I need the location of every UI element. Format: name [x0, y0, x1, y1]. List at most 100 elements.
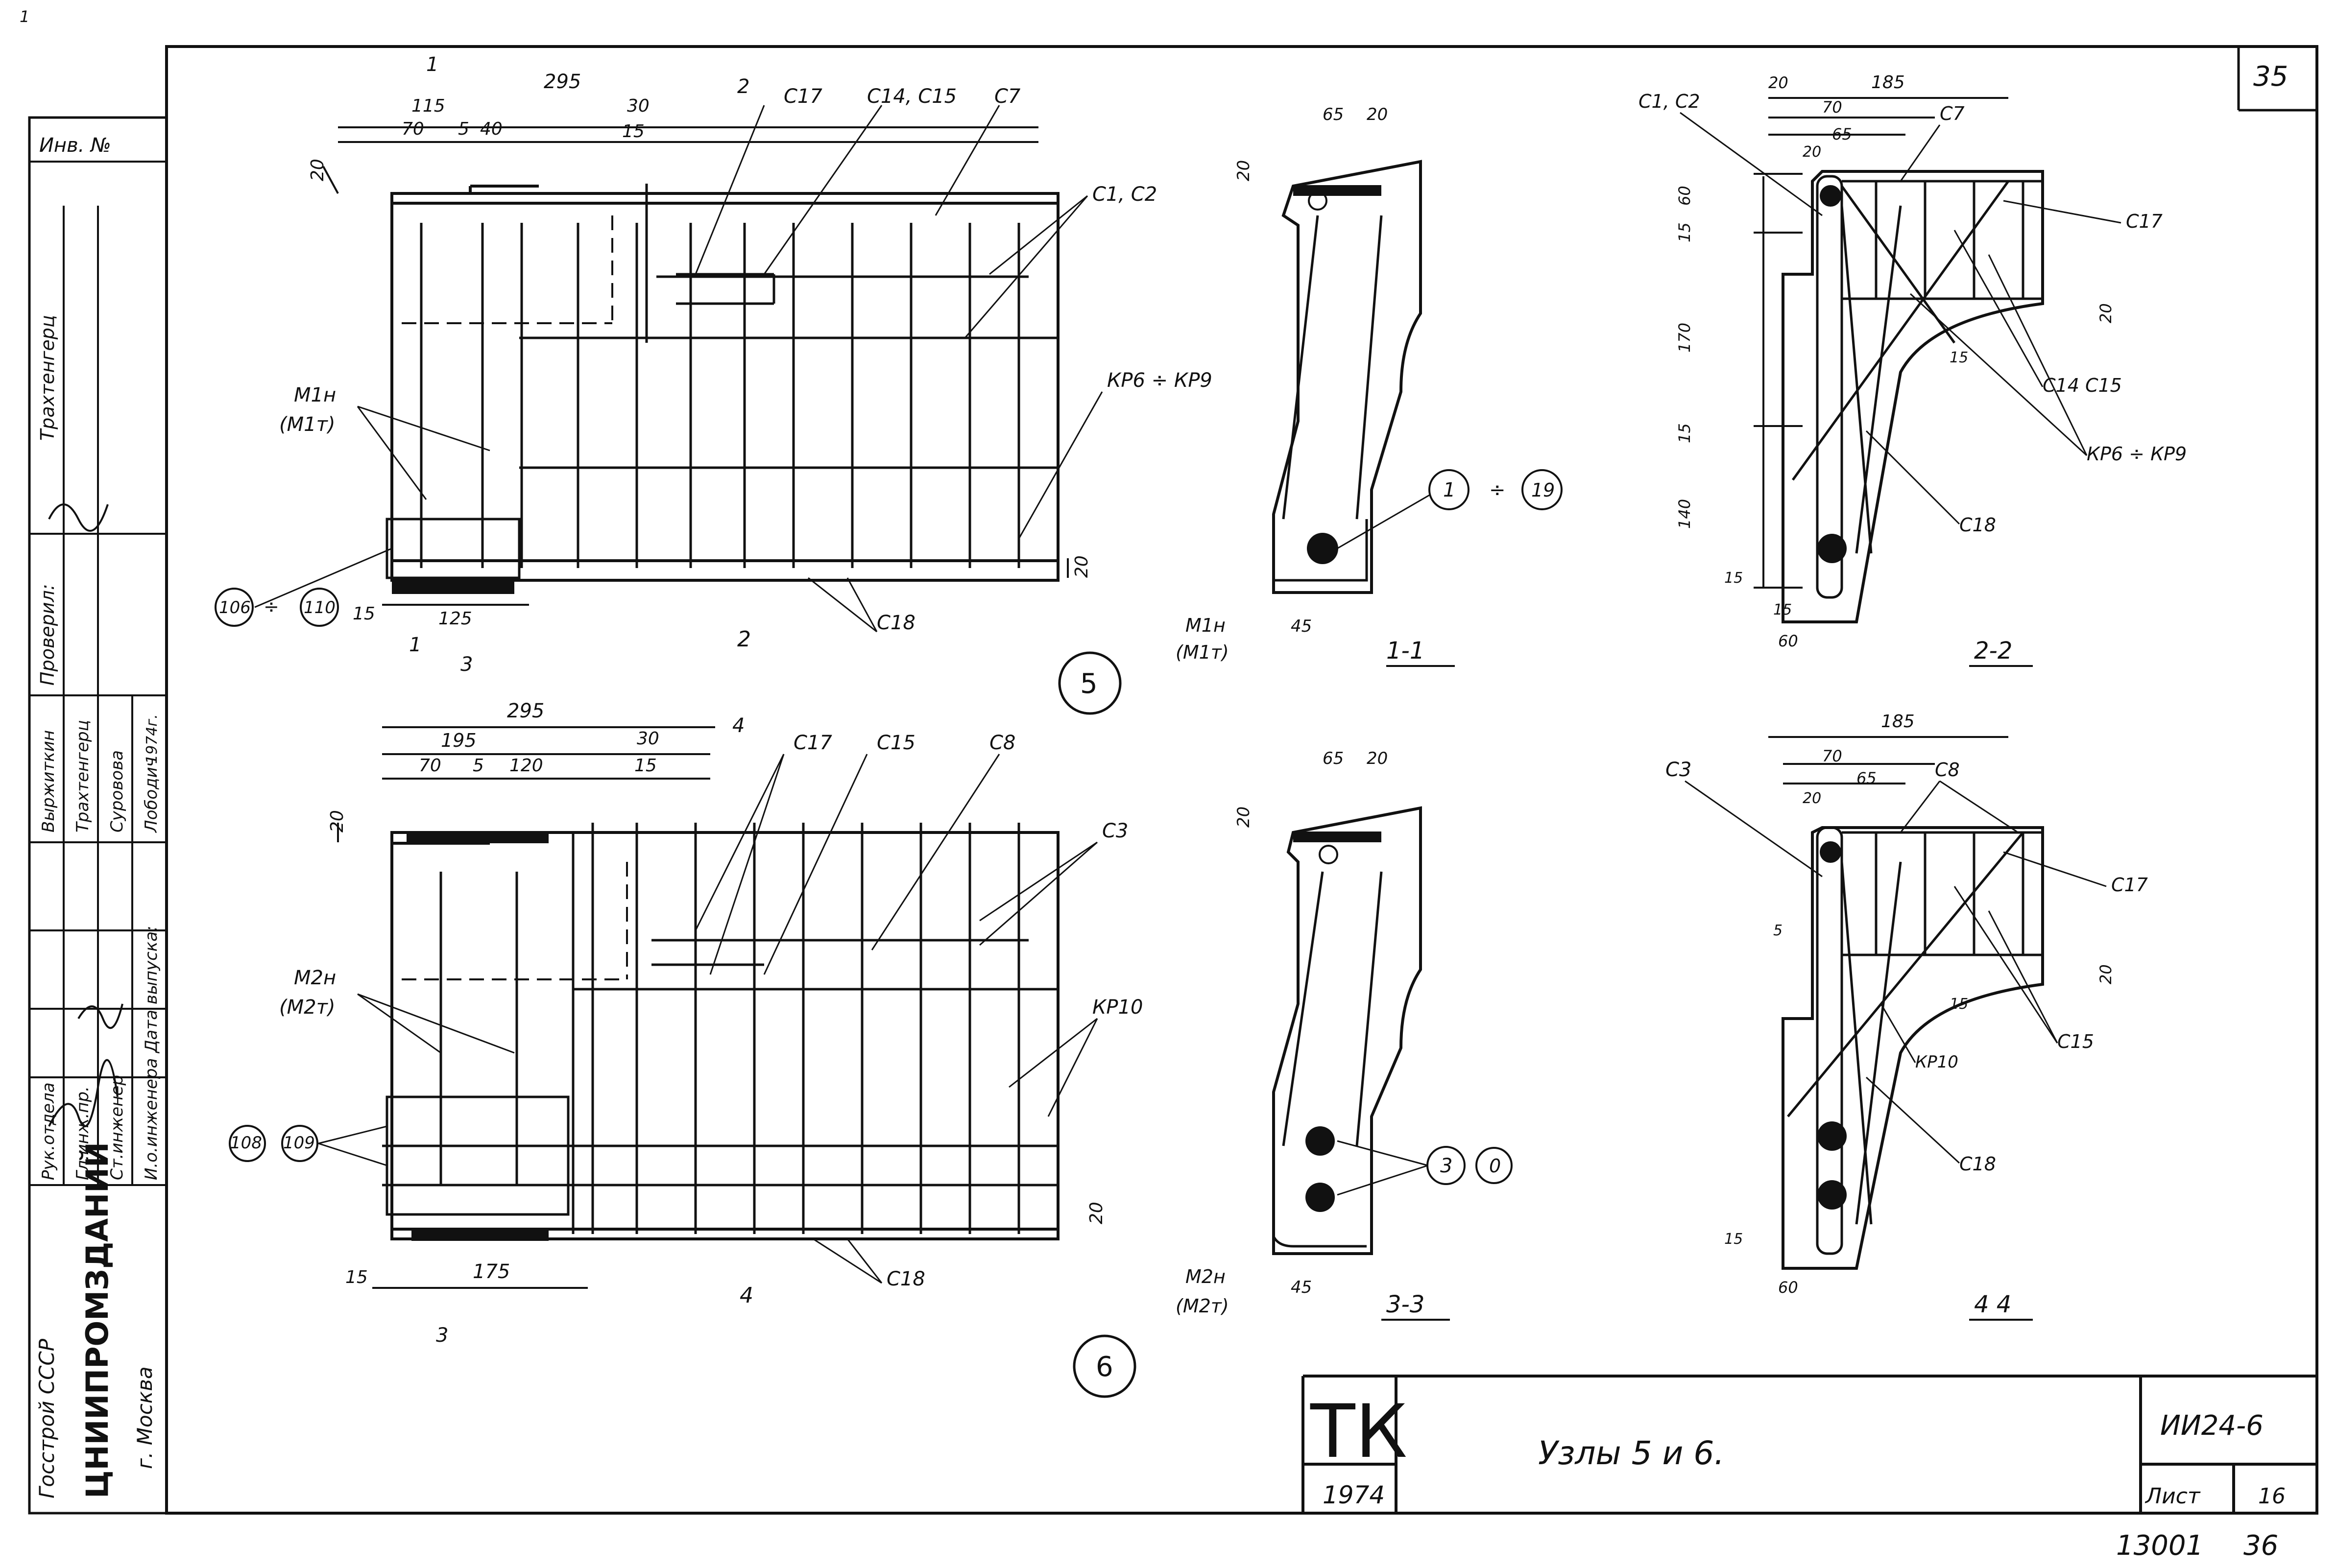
- org-block: Госстрой СССР ЦНИИПРОМЗДАНИЙ г. Москва: [35, 1142, 157, 1498]
- svg-text:15: 15: [1773, 601, 1792, 618]
- svg-text:20: 20: [1803, 790, 1821, 807]
- svg-text:C7: C7: [994, 85, 1021, 108]
- svg-text:ИИ24-6: ИИ24-6: [2160, 1410, 2264, 1442]
- svg-text:195: 195: [441, 730, 477, 751]
- svg-text:Дата выпуска:: Дата выпуска:: [142, 926, 161, 1054]
- svg-text:(M2т): (M2т): [279, 996, 335, 1019]
- svg-text:M2н: M2н: [294, 967, 336, 989]
- svg-text:C3: C3: [1102, 820, 1128, 842]
- svg-text:C15: C15: [2057, 1031, 2094, 1052]
- svg-text:15: 15: [1950, 996, 1968, 1013]
- node5-elevation: 295 115 70 5 40 30 15 20 20 15 125 C17 C…: [215, 53, 1212, 715]
- svg-text:M1н: M1н: [1185, 615, 1226, 636]
- svg-text:C14, C15: C14, C15: [867, 85, 957, 108]
- svg-text:115: 115: [411, 96, 445, 116]
- svg-text:15: 15: [622, 121, 645, 142]
- svg-text:КР6 ÷ КР9: КР6 ÷ КР9: [2087, 443, 2187, 465]
- svg-text:(M2т): (M2т): [1176, 1295, 1229, 1317]
- svg-text:20: 20: [1367, 105, 1388, 124]
- svg-text:20: 20: [1803, 143, 1821, 161]
- svg-text:3: 3: [436, 1324, 448, 1347]
- sec11-bar: [1307, 533, 1338, 564]
- svg-text:109: 109: [283, 1133, 315, 1153]
- svg-text:185: 185: [1881, 712, 1915, 732]
- svg-text:5: 5: [473, 756, 484, 776]
- svg-text:30: 30: [627, 96, 650, 116]
- tk-label: ТК: [1310, 1389, 1407, 1474]
- svg-text:2: 2: [737, 75, 749, 98]
- svg-text:70: 70: [419, 756, 441, 776]
- svg-text:3-3: 3-3: [1386, 1291, 1424, 1318]
- proveril-label: Проверил:: [37, 584, 58, 686]
- svg-text:Трахтенгерц: Трахтенгерц: [73, 720, 93, 832]
- svg-text:295: 295: [507, 700, 544, 722]
- svg-text:15: 15: [1675, 423, 1694, 443]
- inv-label: Инв. №: [39, 134, 111, 157]
- svg-text:175: 175: [473, 1260, 510, 1283]
- svg-text:C1, C2: C1, C2: [1092, 183, 1157, 206]
- svg-text:70: 70: [402, 119, 424, 139]
- svg-text:65: 65: [1323, 749, 1344, 768]
- svg-text:15: 15: [634, 756, 657, 776]
- section-1-1: 65 20 20 45 M1н (M1т) 1 19 ÷ 1-1: [1176, 105, 1563, 667]
- svg-text:70: 70: [1822, 98, 1842, 117]
- svg-text:108: 108: [230, 1133, 262, 1153]
- node5-marker-circle: [1058, 651, 1122, 715]
- names-column: Выржиткин Трахтенгерц Суровова Лободич 1…: [39, 714, 161, 833]
- svg-text:C15: C15: [877, 732, 916, 754]
- node5-dim-295: 295: [544, 71, 581, 93]
- svg-text:70: 70: [1822, 747, 1842, 765]
- node5-plate-hatch: [392, 580, 514, 594]
- sheet-top-number: 35: [2253, 61, 2288, 93]
- node6-elevation: 295 195 70 5 120 30 15 20 20 15 175 C17 …: [229, 700, 1143, 1398]
- svg-text:20: 20: [327, 810, 347, 832]
- svg-text:106: 106: [219, 598, 251, 618]
- svg-text:36: 36: [2243, 1530, 2278, 1562]
- svg-text:13001: 13001: [2116, 1530, 2203, 1562]
- svg-text:20: 20: [1086, 1202, 1107, 1224]
- node5-label-c17: C17: [784, 85, 822, 108]
- svg-text:1: 1: [409, 634, 421, 656]
- svg-text:30: 30: [637, 729, 659, 749]
- svg-text:КР10: КР10: [1915, 1052, 1958, 1072]
- svg-text:16: 16: [2258, 1484, 2286, 1509]
- svg-text:15: 15: [1675, 222, 1694, 242]
- svg-text:C8: C8: [989, 732, 1015, 754]
- svg-text:65: 65: [1323, 105, 1344, 124]
- svg-text:20: 20: [1768, 73, 1788, 92]
- svg-text:60: 60: [1778, 632, 1798, 650]
- sidebar-frame: [28, 116, 168, 1515]
- svg-text:(M1т): (M1т): [279, 413, 335, 436]
- svg-text:C1, C2: C1, C2: [1638, 91, 1700, 112]
- svg-text:ЦНИИПРОМЗДАНИЙ: ЦНИИПРОМЗДАНИЙ: [79, 1142, 115, 1498]
- sec22-title: 2-2: [1974, 637, 2012, 665]
- svg-text:Рук.отдела: Рук.отдела: [39, 1082, 58, 1180]
- svg-text:110: 110: [304, 598, 336, 618]
- svg-text:4: 4: [732, 714, 745, 737]
- svg-text:185: 185: [1871, 72, 1905, 93]
- svg-text:÷: ÷: [264, 596, 279, 618]
- svg-text:15: 15: [1724, 1231, 1743, 1248]
- svg-text:C3: C3: [1665, 759, 1691, 781]
- drawing-title: Узлы 5 и 6.: [1538, 1434, 1724, 1472]
- corner-mark: 1: [20, 7, 29, 26]
- svg-text:40: 40: [480, 119, 503, 139]
- svg-text:15: 15: [1724, 570, 1743, 587]
- sec11-title: 1-1: [1386, 637, 1424, 665]
- svg-text:15: 15: [353, 604, 375, 624]
- svg-text:140: 140: [1675, 499, 1694, 529]
- roles-column: Рук.отдела Гл.инж.пр. Ст.инженер И.о.инж…: [39, 926, 161, 1180]
- title-block: ТК 1974 Узлы 5 и 6. ИИ24-6 Лист 16 13001…: [1301, 1375, 2317, 1562]
- svg-text:Суровова: Суровова: [107, 750, 127, 832]
- svg-text:20: 20: [2096, 303, 2115, 323]
- svg-text:65: 65: [1832, 125, 1852, 143]
- svg-text:2: 2: [737, 627, 751, 652]
- svg-text:КР6 ÷ КР9: КР6 ÷ КР9: [1107, 369, 1212, 392]
- svg-text:1974: 1974: [1323, 1481, 1385, 1509]
- signatures: [48, 503, 123, 1127]
- section-2-2: 20 185 70 20 65 60 15 170 15 140 15 15 6…: [1638, 72, 2187, 667]
- section-4-4: 185 70 65 20 5 15 60 20 15 C3 C8 C17 C15…: [1665, 712, 2148, 1321]
- svg-text:M1н: M1н: [294, 384, 336, 406]
- svg-text:C18: C18: [1959, 514, 1996, 536]
